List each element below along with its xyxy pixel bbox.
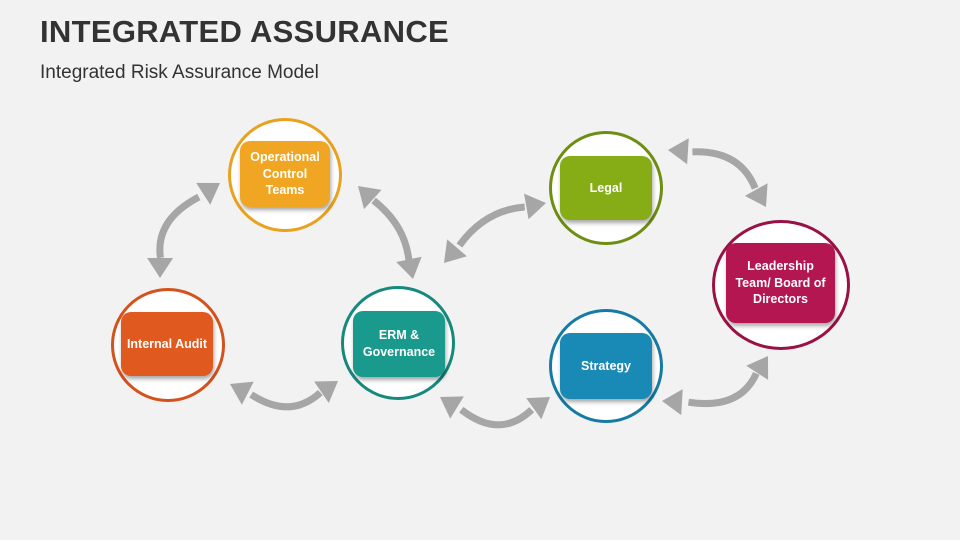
arrow-internal-audit-erm-head-start <box>230 381 254 405</box>
arrow-erm-strategy-head-start <box>440 396 464 419</box>
operational-control-teams-box: Operational Control Teams <box>240 141 330 207</box>
arrow-operational-erm-shaft <box>371 197 413 261</box>
arrow-operational-erm <box>358 186 422 279</box>
arrow-operational-erm-head-end <box>396 256 422 279</box>
arrow-operational-internal-audit <box>147 182 220 278</box>
strategy-box: Strategy <box>560 333 652 399</box>
arrow-erm-legal <box>444 193 546 263</box>
arrow-operational-internal-audit-head-start <box>196 182 220 205</box>
arrow-erm-strategy-head-end <box>526 397 550 420</box>
arrow-legal-leadership-head-end <box>744 183 768 207</box>
arrow-operational-erm-head-start <box>358 186 382 210</box>
arrow-erm-legal-head-end <box>524 193 546 220</box>
page-subtitle: Integrated Risk Assurance Model <box>40 62 319 83</box>
erm-governance-box: ERM & Governance <box>353 311 445 377</box>
arrow-erm-legal-shaft <box>456 203 526 248</box>
arrow-internal-audit-erm <box>230 381 338 411</box>
leadership-board-box: Leadership Team/ Board of Directors <box>726 243 835 323</box>
arrow-strategy-leadership <box>662 356 769 416</box>
arrow-strategy-leadership-shaft <box>687 371 760 408</box>
arrow-operational-internal-audit-head-end <box>147 257 174 278</box>
legal-box: Legal <box>560 156 652 220</box>
arrow-internal-audit-erm-shaft <box>249 389 323 411</box>
arrow-erm-legal-head-start <box>444 239 467 263</box>
arrow-legal-leadership-shaft <box>692 148 759 190</box>
arrow-operational-internal-audit-shaft <box>156 193 201 259</box>
arrow-erm-strategy-shaft <box>459 406 535 429</box>
arrow-legal-leadership-head-start <box>668 138 689 165</box>
arrow-strategy-leadership-head-end <box>746 356 769 380</box>
arrow-erm-strategy <box>440 396 550 429</box>
arrow-internal-audit-erm-head-end <box>314 381 338 404</box>
arrow-legal-leadership <box>668 138 768 207</box>
arrow-strategy-leadership-head-start <box>662 389 683 416</box>
internal-audit-box: Internal Audit <box>121 312 213 376</box>
page-title: INTEGRATED ASSURANCE <box>40 14 450 49</box>
